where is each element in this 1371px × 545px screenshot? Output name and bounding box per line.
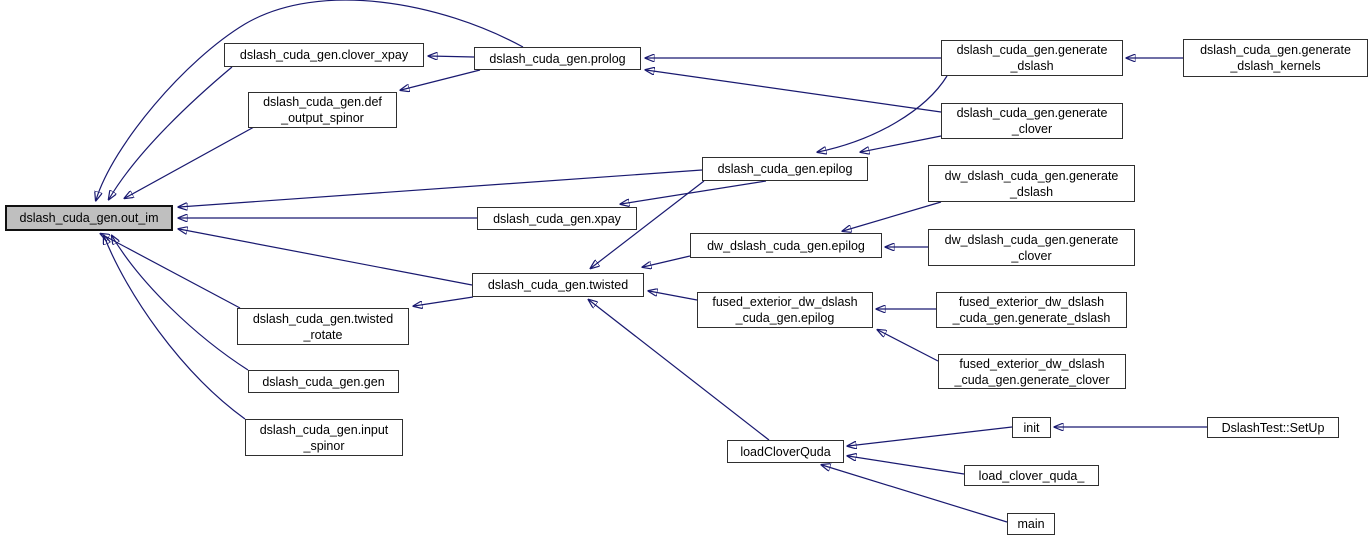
node-label: main: [1017, 517, 1045, 531]
node-label: dw_dslash_cuda_gen.generate: [944, 232, 1119, 247]
node-label: dslash_cuda_gen.prolog: [489, 51, 626, 66]
edge-gen-out_im: [112, 236, 249, 371]
node-out-im[interactable]: dslash_cuda_gen.out_im: [5, 205, 173, 231]
node-dw-generate-dslash[interactable]: dw_dslash_cuda_gen.generate_dslash: [928, 165, 1135, 202]
node-label: _rotate: [303, 327, 343, 342]
node-twisted-rotate[interactable]: dslash_cuda_gen.twisted_rotate: [237, 308, 409, 345]
edge-main-loadCloverQuda: [822, 465, 1008, 523]
node-epilog[interactable]: dslash_cuda_gen.epilog: [702, 157, 868, 181]
node-prolog[interactable]: dslash_cuda_gen.prolog: [474, 47, 641, 70]
node-label: _cuda_gen.epilog: [735, 311, 835, 325]
node-dw-epilog[interactable]: dw_dslash_cuda_gen.epilog: [690, 233, 882, 258]
edge-prolog-clover_xpay: [429, 56, 475, 57]
node-def-output-spinor[interactable]: dslash_cuda_gen.def _output_spinor: [248, 92, 397, 128]
node-label: fused_exterior_dw_dslash: [959, 356, 1105, 371]
node-label: _dslash_kernels: [1230, 59, 1321, 73]
edge-def_output_spinor-out_im: [125, 126, 255, 198]
edge-twisted-twisted_rotate: [414, 296, 474, 306]
node-label: init: [1023, 420, 1040, 435]
node-label: fused_exterior_dw_dslash: [712, 295, 858, 309]
node-label: dslash_cuda_gen.gen: [262, 374, 385, 389]
node-label: dslash_cuda_gen.generate: [956, 106, 1108, 120]
node-label: _cuda_gen.generate_clover: [954, 372, 1110, 387]
node-label: dw_dslash_cuda_gen.epilog: [707, 238, 865, 253]
node-label: dw_dslash_cuda_gen.generate: [944, 168, 1119, 183]
node-label: dslash_cuda_gen.twisted: [252, 311, 394, 326]
edge-fused_epilog-twisted: [649, 291, 698, 301]
edge-dw_epilog-twisted: [643, 255, 691, 267]
node-label: dslash_cuda_gen.twisted: [487, 278, 629, 292]
edge-dw_generate_dslash-dw_epilog: [843, 201, 942, 231]
node-label: _dslash: [1009, 184, 1054, 199]
node-label: DslashTest::SetUp: [1221, 420, 1325, 435]
node-fused-generate-clover[interactable]: fused_exterior_dw_dslash_cuda_gen.genera…: [938, 354, 1126, 389]
node-fused-generate-dslash[interactable]: fused_exterior_dw_dslash _cuda_gen.genera…: [936, 292, 1127, 328]
node-label: _output_spinor: [281, 111, 364, 125]
node-xpay[interactable]: dslash_cuda_gen.xpay: [477, 207, 637, 230]
edge-generate_clover-prolog: [646, 70, 942, 113]
edge-clover_xpay-out_im: [109, 66, 233, 199]
edge-twisted_rotate-out_im: [101, 234, 241, 309]
edge-twisted-out_im: [179, 229, 473, 286]
edge-generate_dslash-epilog: [818, 75, 948, 152]
node-generate-clover[interactable]: dslash_cuda_gen.generate _clover: [941, 103, 1123, 139]
node-clover-xpay[interactable]: dslash_cuda_gen.clover_xpay: [224, 43, 424, 67]
node-label: dslash_cuda_gen.def: [263, 95, 382, 109]
edge-epilog-xpay: [621, 180, 767, 204]
edge-loadCloverQuda-twisted: [589, 300, 770, 441]
node-dslashtest-setup[interactable]: DslashTest::SetUp: [1207, 417, 1339, 438]
edge-fused_generate_clover-fused_epilog: [878, 330, 939, 362]
node-label: dslash_cuda_gen.out_im: [19, 211, 159, 225]
node-label: fused_exterior_dw_dslash: [958, 295, 1105, 309]
edge-prolog-out_im: [96, 0, 524, 200]
node-label: _clover: [1011, 248, 1052, 263]
edge-epilog-twisted: [591, 180, 705, 268]
node-label: load_clover_quda_: [978, 468, 1085, 483]
node-label: _dslash: [1010, 59, 1054, 73]
node-generate-dslash[interactable]: dslash_cuda_gen.generate _dslash: [941, 40, 1123, 76]
node-init[interactable]: init: [1012, 417, 1051, 438]
node-gen[interactable]: dslash_cuda_gen.gen: [248, 370, 399, 393]
node-label: dslash_cuda_gen.input: [259, 422, 389, 437]
node-dw-generate-clover[interactable]: dw_dslash_cuda_gen.generate_clover: [928, 229, 1135, 266]
node-label: dslash_cuda_gen.xpay: [493, 211, 621, 226]
node-twisted[interactable]: dslash_cuda_gen.twisted: [472, 273, 644, 297]
edge-epilog-out_im: [179, 169, 703, 207]
node-label: dslash_cuda_gen.generate: [1200, 43, 1351, 57]
edge-init-loadCloverQuda: [848, 426, 1013, 446]
node-generate-dslash-kernels[interactable]: dslash_cuda_gen.generate _dslash_kernels: [1183, 39, 1368, 77]
node-label: dslash_cuda_gen.generate: [956, 43, 1108, 57]
node-load-clover-quda[interactable]: load_clover_quda_: [964, 465, 1099, 486]
node-label: dslash_cuda_gen.epilog: [717, 162, 853, 176]
node-label: _spinor: [303, 438, 345, 453]
edge-generate_clover-epilog: [861, 135, 942, 152]
node-input-spinor[interactable]: dslash_cuda_gen.input_spinor: [245, 419, 403, 456]
node-label: _clover: [1011, 122, 1053, 136]
node-label: loadCloverQuda: [740, 444, 831, 459]
node-fused-epilog[interactable]: fused_exterior_dw_dslash _cuda_gen.epilog: [697, 292, 873, 328]
node-loadcloverquda[interactable]: loadCloverQuda: [727, 440, 844, 463]
node-main[interactable]: main: [1007, 513, 1055, 535]
node-label: dslash_cuda_gen.clover_xpay: [239, 48, 409, 62]
edge-input_spinor-out_im: [104, 236, 246, 420]
edge-prolog-def_output_spinor: [401, 69, 481, 90]
node-label: _cuda_gen.generate_dslash: [952, 311, 1111, 325]
edge-load_clover_quda_-loadCloverQuda: [848, 456, 965, 475]
